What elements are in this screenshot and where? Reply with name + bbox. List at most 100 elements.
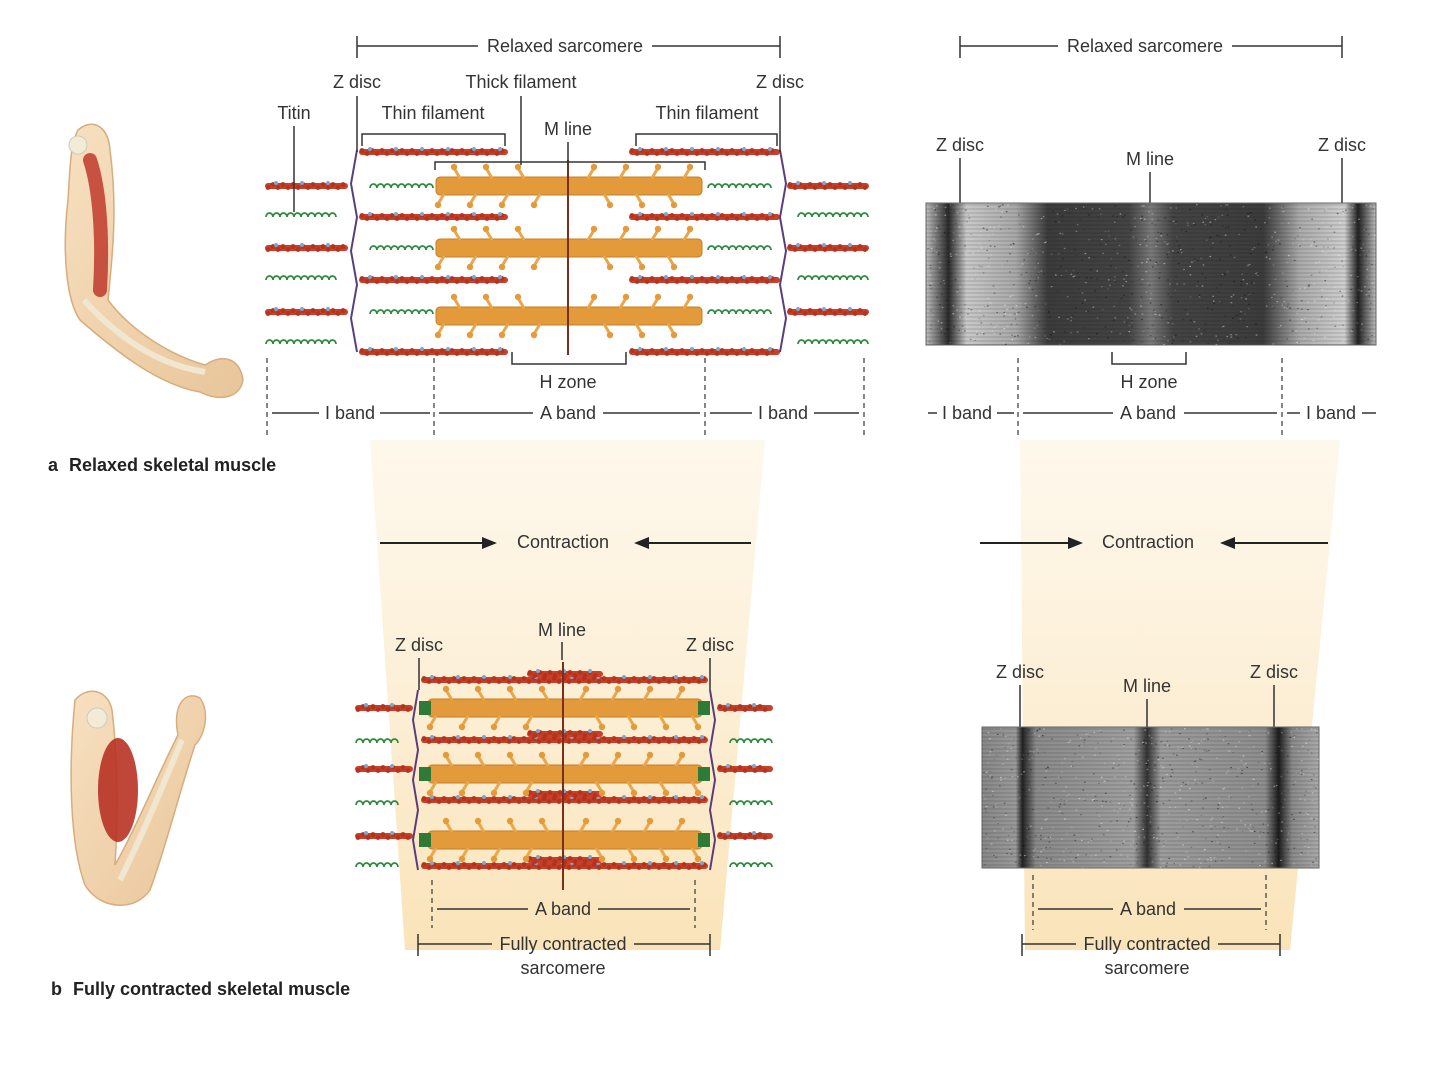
micrograph-grain [1215, 757, 1218, 759]
micrograph-grain [1372, 208, 1374, 210]
micrograph-grain [1216, 836, 1218, 838]
micro-a-band-label: A band [1120, 403, 1176, 423]
actin-bead [489, 213, 495, 218]
micrograph-grain [1267, 732, 1270, 734]
micrograph-grain [1167, 243, 1170, 245]
actin-bead [734, 351, 740, 356]
micrograph-grain [1238, 320, 1240, 322]
micrograph-grain [1020, 274, 1023, 276]
actin-bead [521, 862, 527, 867]
micrograph-grain [987, 265, 990, 267]
micrograph-grain [1065, 832, 1068, 835]
micrograph-grain [1040, 827, 1043, 829]
actin-bead [704, 151, 710, 156]
micrograph-grain [1203, 738, 1205, 740]
micrograph-grain [1010, 244, 1012, 246]
troponin-bead [796, 307, 800, 311]
actin-bead [310, 244, 316, 249]
micrograph-grain [1359, 309, 1362, 311]
micrograph-grain [1048, 311, 1050, 313]
troponin-bead [274, 243, 278, 247]
micrograph-grain [1058, 221, 1060, 223]
troponin-bead [508, 675, 512, 679]
micrograph-grain [1130, 738, 1133, 740]
micrograph-grain [949, 273, 952, 275]
micrograph-grain [990, 843, 993, 845]
actin-bead [404, 151, 410, 156]
contraction-right-label: Contraction [1102, 532, 1194, 552]
i-band-left-label: I band [325, 403, 375, 423]
micrograph-grain [1341, 340, 1344, 342]
micrograph-grain [1008, 743, 1011, 745]
micrograph-grain [1260, 228, 1263, 230]
actin-bead [709, 276, 715, 281]
micrograph-grain [1123, 294, 1125, 296]
micrograph-grain [1256, 274, 1259, 276]
micrograph-grain [1281, 272, 1284, 274]
micrograph-grain [1023, 771, 1025, 773]
micrograph-grain [1034, 848, 1036, 850]
actin-bead [444, 351, 450, 356]
micrograph-grain [1084, 253, 1087, 255]
micrograph-grain [1028, 287, 1031, 289]
actin-bead [532, 859, 538, 864]
micrograph-grain [987, 762, 990, 764]
micrograph-grain [981, 332, 984, 334]
micrograph-grain [1168, 799, 1171, 801]
micrograph-grain [1166, 234, 1169, 236]
troponin-bead [752, 764, 756, 768]
micrograph-grain [1207, 728, 1209, 730]
micrograph-grain [1324, 210, 1326, 212]
micrograph-grain [1303, 794, 1306, 796]
micrograph-grain [999, 205, 1001, 207]
micrograph-grain [1157, 264, 1160, 266]
micrograph-grain [1196, 819, 1198, 821]
micrograph-grain [1123, 729, 1125, 731]
micrograph-grain [998, 206, 1000, 208]
micrograph-grain [1003, 342, 1005, 344]
micrograph-grain [1262, 831, 1265, 834]
actin-bead [676, 739, 682, 744]
micrograph-grain [974, 339, 977, 342]
troponin-bead [508, 735, 512, 739]
micrograph-grain [1259, 831, 1262, 833]
troponin-bead [536, 855, 540, 859]
z-disc-anchor [419, 701, 431, 715]
actin-bead [506, 865, 512, 870]
micrograph-grain [1136, 862, 1139, 864]
micrograph-grain [1359, 240, 1361, 242]
micrograph-grain [1267, 851, 1270, 853]
actin-bead [405, 768, 411, 773]
micrograph-grain [1168, 731, 1171, 733]
micrograph-grain [930, 282, 933, 284]
micrograph-grain [1088, 239, 1090, 241]
micrograph-grain [1153, 748, 1155, 750]
micrograph-grain [1114, 205, 1117, 207]
micrograph-grain [1361, 225, 1363, 228]
micrograph-grain [1223, 831, 1225, 833]
troponin-bead [456, 795, 460, 799]
micrograph-grain [1030, 275, 1033, 277]
contracted-micrograph [981, 726, 1320, 869]
actin-bead [641, 676, 647, 681]
micrograph-grain [1070, 858, 1073, 860]
actin-bead [714, 216, 720, 221]
micrograph-grain [1162, 863, 1165, 865]
myosin-head-tip [646, 817, 654, 825]
micrograph-grain [1219, 843, 1221, 845]
micrograph-grain [927, 248, 929, 250]
actin-bead [699, 276, 705, 281]
micrograph-grain [1228, 796, 1230, 798]
micrograph-grain [1048, 841, 1051, 843]
micrograph-grain [982, 272, 985, 274]
actin-bead [842, 247, 848, 252]
actin-bead [654, 216, 660, 221]
micrograph-grain [1193, 760, 1196, 763]
micrograph-grain [1286, 771, 1289, 773]
micrograph-grain [1122, 340, 1125, 342]
actin-bead [729, 348, 735, 353]
micrograph-grain [1179, 864, 1182, 866]
actin-bead [681, 736, 687, 741]
micrograph-grain [1145, 271, 1148, 273]
micrograph-grain [1022, 225, 1025, 228]
